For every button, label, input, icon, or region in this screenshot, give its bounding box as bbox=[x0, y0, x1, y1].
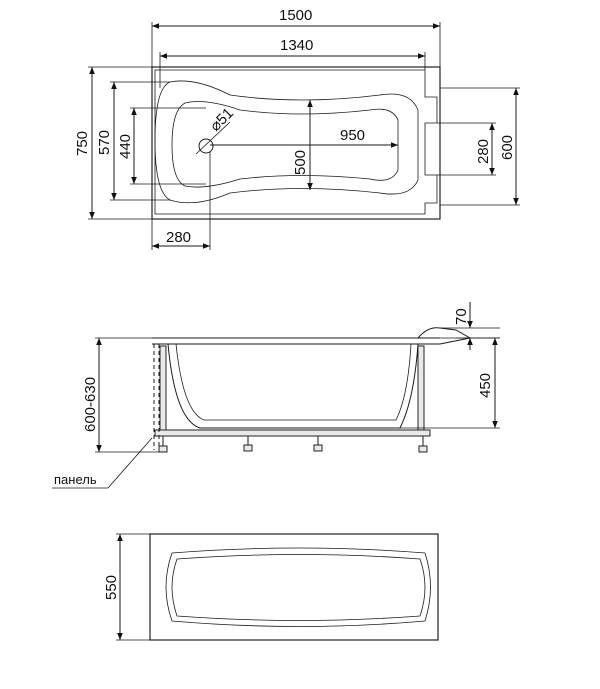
dim-280-drain-label: 280 bbox=[166, 229, 191, 246]
dim-1340-label: 1340 bbox=[280, 37, 313, 54]
side-frame-bar bbox=[154, 429, 431, 437]
panel-leader bbox=[107, 437, 153, 489]
top-outer-frame bbox=[151, 66, 441, 220]
drain-leader bbox=[195, 121, 231, 155]
dim-600-630-label: 600-630 bbox=[82, 377, 99, 432]
bottom-bowl-outer bbox=[165, 547, 431, 627]
dim-570-label: 570 bbox=[96, 130, 113, 155]
dim-1500-label: 1500 bbox=[279, 7, 312, 24]
bottom-outer-frame bbox=[149, 533, 439, 641]
side-headrest bbox=[417, 327, 472, 345]
bottom-bowl-inner bbox=[171, 554, 426, 621]
dim-750-label: 750 bbox=[74, 131, 91, 156]
top-bowl-outer bbox=[154, 80, 419, 204]
dim-500-label: 500 bbox=[292, 150, 309, 175]
dim-280-head-label: 280 bbox=[475, 139, 492, 164]
side-bowl-inner bbox=[175, 343, 412, 421]
side-bowl-outer bbox=[167, 343, 419, 429]
drain-hole bbox=[198, 138, 214, 154]
dim-950-label: 950 bbox=[340, 127, 365, 144]
bottom-view: 550 bbox=[103, 533, 439, 641]
dim-550-label: 550 bbox=[103, 575, 120, 600]
top-rim-outline bbox=[154, 69, 438, 215]
panel-label: панель bbox=[54, 472, 97, 487]
top-view: ⌀51 1500 1340 950 500 750 570 440 bbox=[74, 7, 520, 250]
dim-440-label: 440 bbox=[117, 134, 134, 159]
dim-450-label: 450 bbox=[477, 373, 494, 398]
side-view: 600-630 70 450 панель bbox=[52, 302, 500, 489]
side-legs bbox=[158, 436, 428, 453]
dim-70-label: 70 bbox=[453, 308, 470, 325]
dim-600-label: 600 bbox=[499, 135, 516, 160]
top-bowl-inner bbox=[171, 101, 399, 188]
side-post-left bbox=[159, 345, 167, 431]
side-post-right bbox=[417, 345, 425, 431]
